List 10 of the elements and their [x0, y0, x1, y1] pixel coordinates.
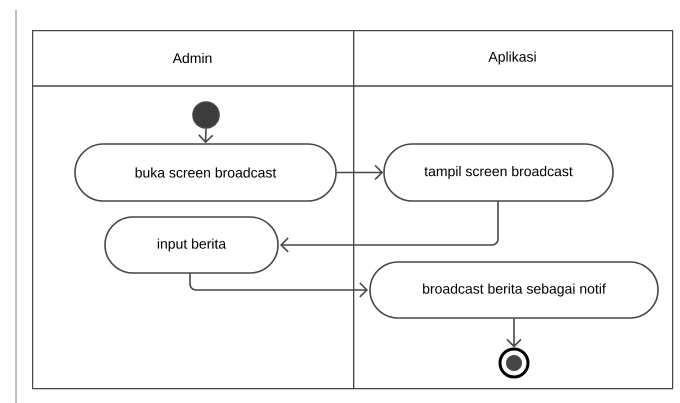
action-box: input berita [104, 216, 279, 274]
start-node [192, 101, 220, 129]
action-box: tampil screen broadcast [383, 143, 614, 202]
arrow [336, 164, 384, 180]
arrow [280, 201, 499, 253]
arrow [189, 273, 368, 298]
action-box: broadcast berita sebagai notif [369, 261, 659, 319]
end-node [498, 348, 530, 378]
arrow [506, 318, 522, 348]
action-box: buka screen broadcast [74, 143, 337, 202]
